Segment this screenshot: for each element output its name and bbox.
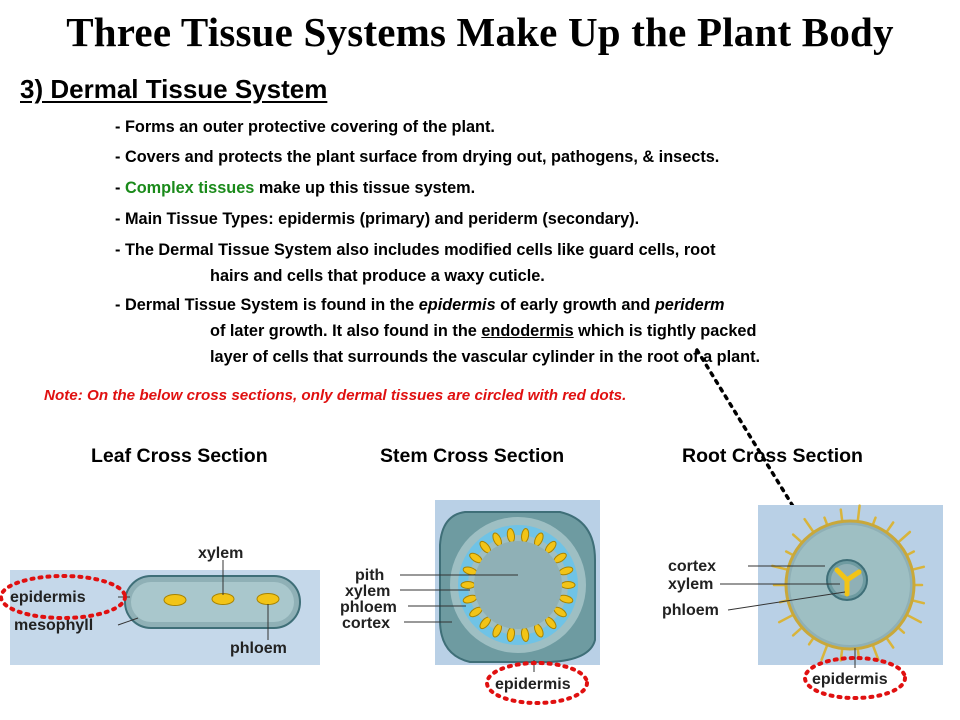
leaf-label-xylem: xylem	[198, 545, 243, 562]
leaf-mesophyll	[131, 582, 294, 622]
root-xylem	[834, 567, 862, 597]
stem-cross-section: pith xylem phloem cortex epidermis	[335, 500, 630, 705]
epidermis-italic: epidermis	[418, 296, 496, 314]
bullet-protection: - Covers and protects the plant surface …	[115, 148, 720, 166]
bullet-line: - The Dermal Tissue System also includes…	[115, 241, 716, 259]
complex-tissues-highlight: Complex tissues	[124, 179, 255, 197]
bullet-modified-cells: - The Dermal Tissue System also includes…	[115, 237, 716, 289]
stem-panel-title: Stem Cross Section	[380, 445, 565, 467]
leaf-vein	[211, 593, 235, 605]
text-run: of later growth. It also found in the	[210, 322, 482, 340]
bullet-complex-tissues: - Complex tissues make up this tissue sy…	[115, 175, 475, 201]
stem-vascular-bundle	[560, 581, 576, 589]
leaf-cross-section: xylem epidermis mesophyll phloem	[0, 545, 320, 665]
leaf-panel-title: Leaf Cross Section	[91, 445, 268, 467]
stem-vascular-bundle	[460, 581, 476, 589]
stem-label-phloem: phloem	[340, 599, 397, 616]
note-text: Note: On the below cross sections, only …	[44, 387, 627, 404]
bullet-line: hairs and cells that produce a waxy cuti…	[210, 267, 545, 285]
leaf-vein	[256, 593, 280, 605]
root-epidermis-dotted-circle	[803, 656, 907, 700]
leader-line	[117, 617, 139, 626]
bullet-outer-covering: - Forms an outer protective covering of …	[115, 118, 495, 136]
root-cross-section: cortex xylem phloem epidermis	[662, 504, 943, 700]
section-heading: 3) Dermal Tissue System	[20, 74, 328, 104]
leaf-label-epidermis: epidermis	[10, 589, 86, 606]
root-label-xylem: xylem	[668, 576, 713, 593]
bullet-location: - Dermal Tissue System is found in the e…	[115, 292, 760, 370]
stem-epidermis-dotted-circle	[485, 661, 589, 705]
root-label-phloem: phloem	[662, 602, 719, 619]
root-label-epidermis: epidermis	[812, 671, 888, 688]
endodermis-underlined: endodermis	[481, 322, 574, 340]
leaf-epidermis-dotted-circle	[0, 574, 127, 620]
text-run: of early growth and	[495, 296, 655, 314]
text-run: which is tightly packed	[573, 322, 757, 340]
leaf-label-mesophyll: mesophyll	[14, 617, 93, 634]
stem-label-pith: pith	[355, 567, 384, 584]
root-panel-title: Root Cross Section	[682, 445, 863, 467]
cross-sections-diagram: xylem epidermis mesophyll phloem pith xy…	[0, 500, 943, 705]
stem-pith	[474, 541, 562, 629]
bullet-line: layer of cells that surrounds the vascul…	[210, 348, 761, 366]
page-title: Three Tissue Systems Make Up the Plant B…	[66, 9, 894, 55]
root-label-cortex: cortex	[668, 558, 716, 575]
bullet-prefix: -	[115, 179, 125, 197]
periderm-italic: periderm	[654, 296, 725, 314]
leader-line	[727, 591, 846, 611]
bullet-line: - Dermal Tissue System is found in the e…	[115, 292, 760, 318]
stem-label-xylem: xylem	[345, 583, 390, 600]
bullet-suffix: make up this tissue system.	[254, 179, 476, 197]
bullet-tissue-types: - Main Tissue Types: epidermis (primary)…	[115, 210, 640, 228]
leaf-label-phloem: phloem	[230, 640, 287, 657]
text-run: - Dermal Tissue System is found in the	[115, 296, 419, 314]
stem-label-epidermis: epidermis	[495, 676, 571, 693]
bullet-line: of later growth. It also found in the en…	[115, 318, 760, 344]
stem-label-cortex: cortex	[342, 615, 390, 632]
leaf-vein	[163, 594, 187, 606]
